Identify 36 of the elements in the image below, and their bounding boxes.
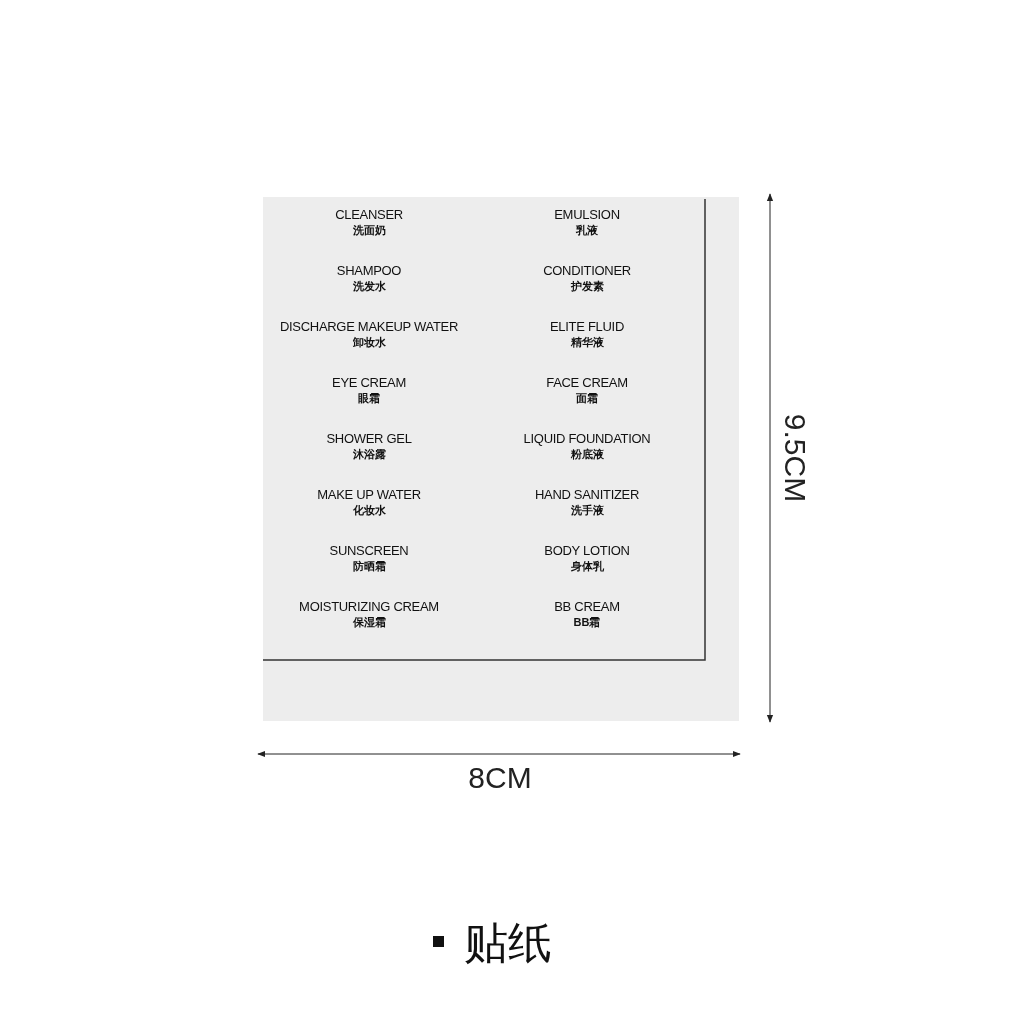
- product-name: MOISTURIZING CREAM: [299, 599, 439, 614]
- product-name: CLEANSER: [335, 207, 403, 222]
- chinese-name: 洗发水: [352, 279, 386, 294]
- product-name: CONDITIONER: [543, 263, 631, 278]
- sticker-sheet: [263, 197, 739, 721]
- chinese-name: 护发素: [570, 279, 604, 294]
- product-name: SHOWER GEL: [326, 431, 412, 446]
- product-name: LIQUID FOUNDATION: [523, 431, 651, 446]
- product-name: DISCHARGE MAKEUP WATER: [279, 319, 459, 334]
- product-name: SHAMPOO: [336, 263, 402, 278]
- chinese-name: 洗面奶: [352, 223, 386, 238]
- chinese-name: 身体乳: [570, 559, 604, 574]
- product-name: EYE CREAM: [332, 375, 406, 390]
- chinese-name: 洗手液: [570, 503, 604, 518]
- chinese-name: 化妆水: [352, 503, 386, 518]
- product-name: BODY LOTION: [544, 543, 630, 558]
- chinese-name: 粉底液: [570, 447, 604, 462]
- chinese-name: 眼霜: [358, 391, 380, 406]
- chinese-name: 精华液: [570, 335, 604, 350]
- chinese-name: BB霜: [573, 615, 601, 630]
- product-name: SUNSCREEN: [329, 543, 409, 558]
- product-name: BB CREAM: [554, 599, 620, 614]
- chinese-name: 保湿霜: [352, 615, 386, 630]
- product-name: EMULSION: [554, 207, 620, 222]
- caption: 贴纸: [464, 917, 552, 969]
- product-name: ELITE FLUID: [550, 319, 624, 334]
- product-name: FACE CREAM: [546, 375, 628, 390]
- dimension-label: 9.5CM: [778, 413, 812, 503]
- chinese-name: 面霜: [576, 391, 598, 406]
- product-name: HAND SANITIZER: [534, 487, 640, 502]
- product-name: MAKE UP WATER: [317, 487, 421, 502]
- chinese-name: 卸妆水: [352, 335, 386, 350]
- chinese-name: 防晒霜: [352, 559, 386, 574]
- chinese-name: 沐浴露: [352, 447, 386, 462]
- chinese-name: 乳液: [576, 223, 598, 238]
- dimension-label: 8CM: [468, 761, 532, 795]
